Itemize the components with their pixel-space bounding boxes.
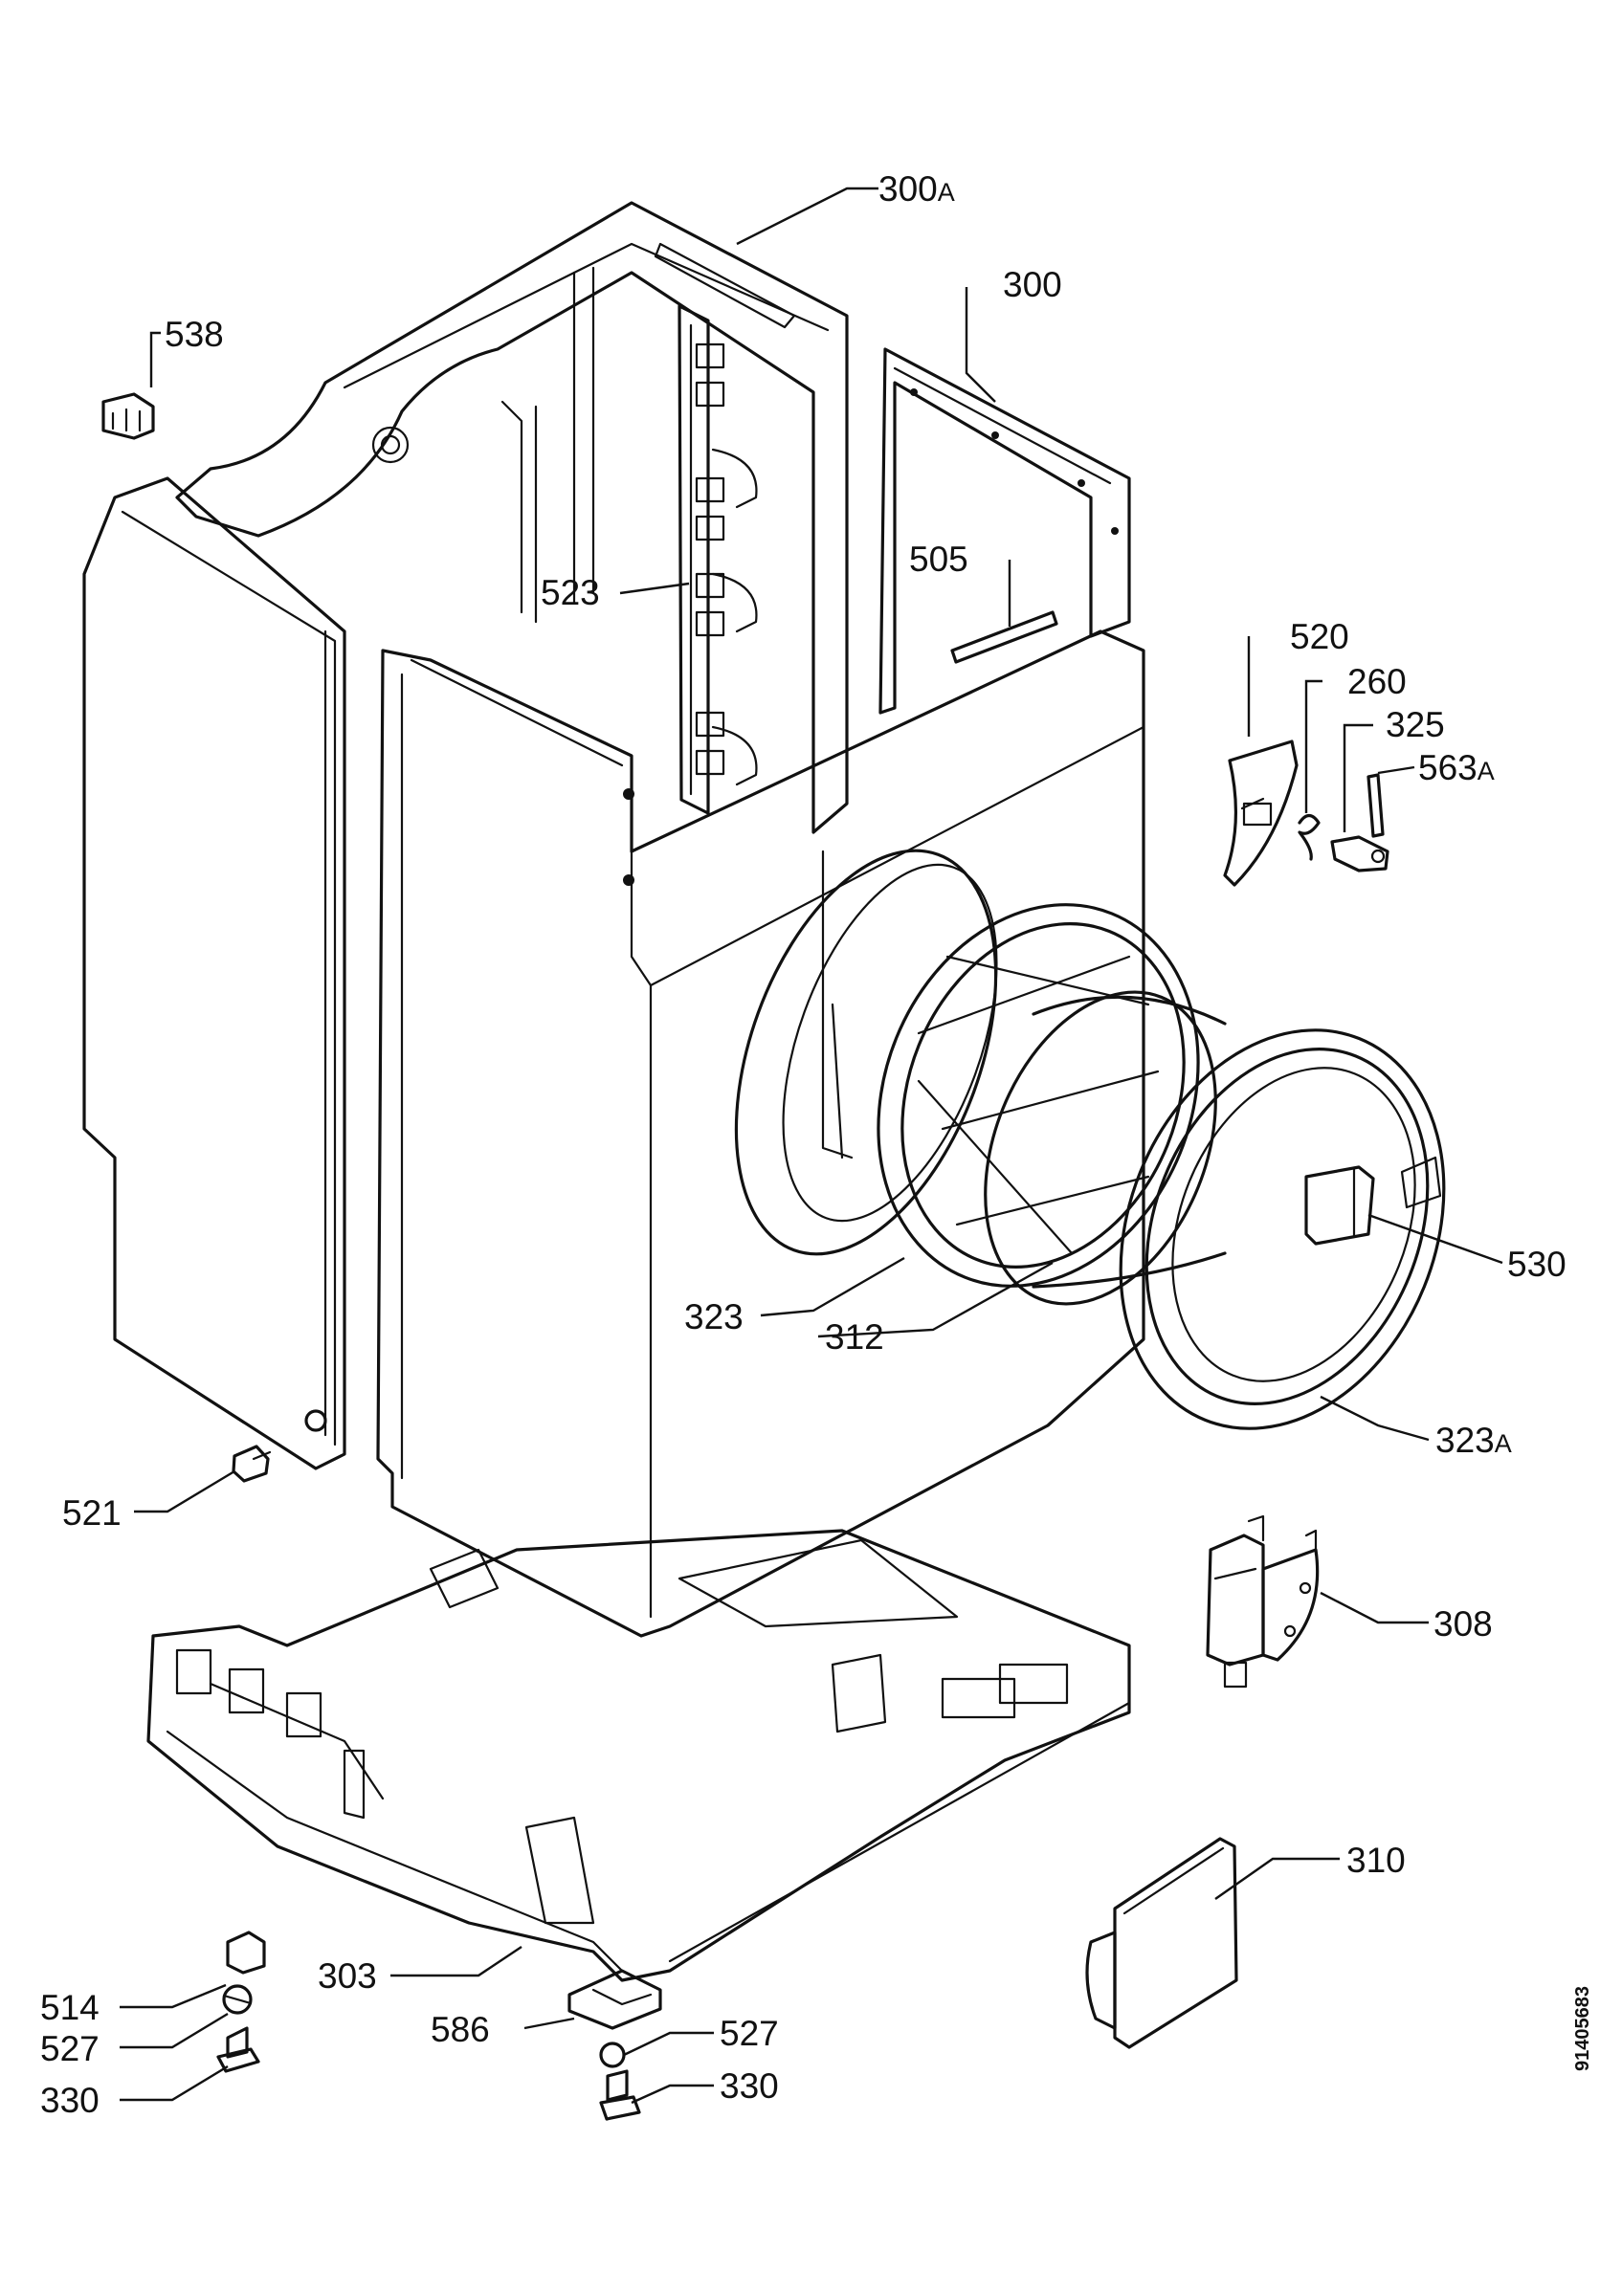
- foot-right-586: [567, 1969, 662, 2121]
- label-514: 514: [40, 1988, 100, 2027]
- label-300: 300: [1003, 265, 1062, 304]
- label-527-left: 527: [40, 2029, 100, 2068]
- foot-left: [216, 1931, 266, 2073]
- spring-260: [1298, 813, 1321, 861]
- door-seal-assembly: [877, 903, 1227, 1306]
- base-303: [146, 1529, 1131, 1982]
- label-312: 312: [825, 1317, 884, 1357]
- label-586: 586: [431, 2010, 490, 2049]
- label-323: 323: [684, 1297, 744, 1336]
- label-310: 310: [1346, 1841, 1406, 1880]
- label-330-right: 330: [720, 2066, 779, 2106]
- filter-door-310: [1085, 1837, 1238, 2049]
- right-frame-300: [878, 347, 1131, 715]
- label-527-right: 527: [720, 2014, 779, 2053]
- callout-labels: 300A 300 538 523 505 520 260 325 563A 53…: [40, 169, 1566, 2120]
- lever-325: [1330, 835, 1389, 872]
- leader-lines: [120, 187, 1503, 2105]
- bar-505: [950, 610, 1058, 664]
- rear-frame-300a: [175, 201, 849, 834]
- label-505: 505: [909, 540, 968, 579]
- label-303: 303: [318, 1956, 377, 1996]
- label-563a: 563A: [1418, 748, 1495, 787]
- label-530: 530: [1507, 1245, 1566, 1284]
- label-330-left: 330: [40, 2081, 100, 2120]
- clip-538: [101, 392, 155, 440]
- left-side-panel: [82, 476, 346, 1470]
- label-538: 538: [165, 315, 224, 354]
- label-300a: 300A: [878, 169, 955, 209]
- label-308: 308: [1433, 1604, 1493, 1644]
- label-521: 521: [62, 1493, 122, 1533]
- hinge-520: [1223, 740, 1299, 887]
- screw-521: [232, 1445, 272, 1483]
- label-260: 260: [1347, 662, 1407, 701]
- hinge-308: [1206, 1514, 1320, 1689]
- label-325: 325: [1386, 705, 1445, 744]
- pin-563a: [1366, 773, 1385, 838]
- cabinet-front: [376, 629, 1145, 1638]
- document-id: 91405683: [1572, 1986, 1593, 2071]
- door-323a: [1119, 1028, 1446, 1430]
- label-323a: 323A: [1435, 1421, 1512, 1460]
- label-523: 523: [541, 573, 600, 612]
- label-520: 520: [1290, 617, 1349, 656]
- frame-strip-523: [678, 304, 758, 815]
